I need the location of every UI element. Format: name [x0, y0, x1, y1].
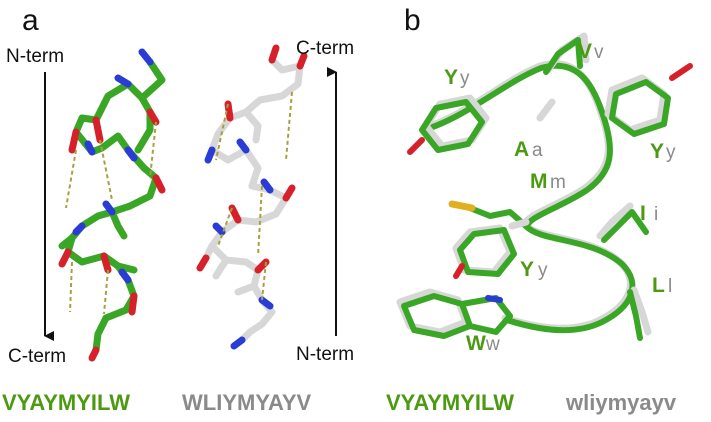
residue-label-lower: i	[654, 204, 658, 225]
residue-label-lower: v	[594, 42, 604, 63]
residue-label-lower: m	[550, 172, 566, 193]
left-helix-top-label: N-term	[6, 46, 64, 67]
residue-label-lower: w	[485, 334, 500, 355]
residue-label-upper: Y	[650, 140, 664, 163]
panel-b-letter: b	[404, 4, 421, 37]
residue-label-lower: y	[666, 142, 676, 163]
residue-label-upper: M	[530, 170, 548, 193]
left-helix-hbonds	[65, 121, 157, 315]
left-helix-green-sticks	[58, 48, 166, 362]
residue-label-lower: l	[668, 276, 672, 297]
panel-b-sequence-right: wliymyayv	[565, 390, 677, 415]
residue-label-upper: W	[466, 332, 486, 355]
superposed-side-chains	[396, 32, 693, 341]
residue-label-upper: V	[578, 40, 592, 63]
panel-a-sequence-right: WLIYMYAYV	[182, 390, 312, 415]
right-helix-hbonds	[215, 91, 293, 301]
right-helix-top-label: C-term	[296, 38, 354, 59]
panel-b-sequence-left: VYAYMYILW	[386, 390, 514, 415]
right-helix-white-sticks	[196, 44, 308, 350]
right-helix-bottom-label: N-term	[296, 344, 354, 365]
residue-label-upper: I	[640, 202, 646, 225]
residue-label-lower: y	[460, 68, 470, 89]
residue-label-lower: a	[532, 140, 543, 161]
panel-a-sequence-left: VYAYMYILW	[2, 390, 130, 415]
residue-label-upper: Y	[520, 258, 534, 281]
panel-a-letter: a	[22, 4, 39, 37]
superposed-helix-backbone	[426, 60, 636, 334]
residue-labels: V v Y y A a Y y M m I i Y y L l W w	[444, 40, 676, 355]
residue-label-upper: Y	[444, 66, 458, 89]
residue-label-upper: L	[652, 274, 665, 297]
residue-label-upper: A	[514, 138, 529, 161]
residue-label-lower: y	[538, 260, 548, 281]
left-helix-bottom-label: C-term	[8, 346, 66, 367]
